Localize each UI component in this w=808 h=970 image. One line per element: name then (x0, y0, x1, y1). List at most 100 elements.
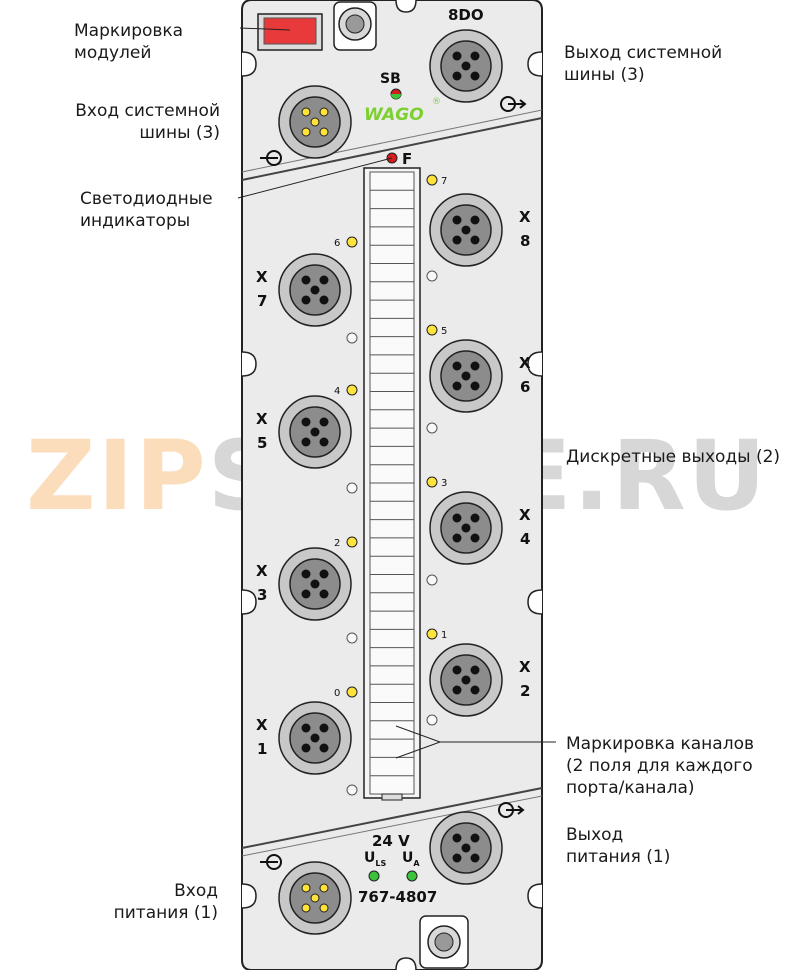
callout-bus-output-line2: шины (3) (564, 65, 645, 85)
port-pin (470, 215, 480, 225)
callout-module-marking: Маркировка модулей (74, 20, 183, 64)
callout-leds-line2: индикаторы (80, 211, 191, 231)
port-x7: 6X7 (256, 236, 358, 344)
port-pin (319, 569, 329, 579)
system-bus-output-connector (429, 29, 503, 103)
port-pin (301, 295, 311, 305)
port-pin (470, 533, 480, 543)
port-label-letter: X (256, 716, 268, 734)
module-name: 8DO (448, 6, 484, 24)
ua-label: UA (402, 850, 420, 868)
channel-led-4 (346, 384, 358, 396)
callout-power-output-line2: питания (1) (566, 847, 671, 867)
callout-power-input: Вход питания (1) (100, 880, 218, 924)
port-pin (319, 723, 329, 733)
port-pin (310, 733, 320, 743)
port-pin (452, 533, 462, 543)
callout-module-marking-line2: модулей (74, 43, 152, 63)
port-label-number: 3 (257, 586, 267, 604)
port-pin (452, 685, 462, 695)
port-pin (301, 569, 311, 579)
voltage-label: 24 V (372, 832, 410, 850)
port-pin (301, 723, 311, 733)
port-pin (461, 675, 471, 685)
port-pin (310, 579, 320, 589)
port-label-number: 6 (520, 378, 530, 396)
uls-label: ULS (364, 850, 386, 868)
port-label-letter: X (519, 506, 531, 524)
power-output-connector (429, 811, 503, 885)
port-pin (470, 235, 480, 245)
channel-led-off (426, 714, 438, 726)
channel-led-off (426, 574, 438, 586)
port-pin (452, 361, 462, 371)
callout-bus-input: Вход системной шины (3) (60, 100, 220, 144)
port-label-number: 8 (520, 232, 530, 250)
channel-led-3 (426, 476, 438, 488)
port-pin (301, 417, 311, 427)
brand-logo: WAGO (364, 105, 424, 125)
port-pin (452, 215, 462, 225)
sb-label: SB (380, 71, 401, 87)
port-pin (319, 275, 329, 285)
port-pin (301, 437, 311, 447)
callout-power-output-line1: Выход (566, 825, 624, 845)
port-pin (452, 235, 462, 245)
port-label-number: 7 (257, 292, 267, 310)
callout-module-marking-line1: Маркировка (74, 21, 184, 41)
port-x4: 3X 4 (426, 476, 531, 586)
channel-led-5 (426, 324, 438, 336)
port-x5: 4X5 (256, 384, 358, 494)
channel-led-number: 4 (334, 386, 340, 397)
port-x6: 5X 6 (426, 324, 531, 434)
callout-digital-outputs-line1: Дискретные выходы (2) (566, 447, 781, 467)
callout-leds-line1: Светодиодные (80, 189, 213, 209)
callout-channel-marking: Маркировка каналов (2 поля для каждого п… (566, 733, 754, 799)
channel-led-number: 1 (441, 630, 447, 641)
input-direction-icon (260, 150, 282, 166)
brand-registered-mark: ® (432, 97, 441, 107)
sb-led (390, 88, 402, 100)
channel-led-number: 0 (334, 688, 340, 699)
callout-bus-output: Выход системной шины (3) (564, 42, 722, 86)
port-x2: 1X2 (426, 628, 531, 726)
port-label-letter: X (519, 354, 531, 372)
channel-led-off (346, 332, 358, 344)
part-number: 767-4807 (358, 888, 437, 906)
port-label-letter: X (256, 562, 268, 580)
channel-led-1 (426, 628, 438, 640)
channel-led-off (426, 422, 438, 434)
output-direction-icon (500, 96, 527, 112)
port-label-number: 2 (520, 682, 530, 700)
port-pin (452, 381, 462, 391)
mounting-knob-top (333, 1, 377, 51)
callout-power-input-line1: Вход (174, 881, 218, 901)
port-pin (461, 225, 471, 235)
channel-led-off (426, 270, 438, 282)
port-x3: 2X3 (256, 536, 358, 644)
channel-led-number: 6 (334, 238, 340, 249)
port-x8: 7X8 (426, 174, 531, 282)
channel-led-number: 3 (441, 478, 447, 489)
callout-channel-marking-line2: (2 поля для каждого (566, 756, 753, 776)
port-label-number: 5 (257, 434, 267, 452)
power-input-connector (278, 861, 352, 935)
port-pin (461, 371, 471, 381)
port-pin (452, 513, 462, 523)
callout-bus-output-line1: Выход системной (564, 43, 723, 63)
callout-power-output: Выход питания (1) (566, 824, 670, 868)
channel-led-number: 5 (441, 326, 447, 337)
callout-power-input-line2: питания (1) (113, 903, 218, 923)
channel-led-off (346, 482, 358, 494)
port-label-number: 4 (520, 530, 530, 548)
port-pin (470, 685, 480, 695)
port-pin (319, 295, 329, 305)
port-x1: 0X1 (256, 686, 358, 796)
callout-channel-marking-line3: порта/канала) (566, 778, 695, 798)
callout-channel-marking-line1: Маркировка каналов (566, 734, 754, 754)
port-pin (470, 665, 480, 675)
ua-led (406, 870, 418, 882)
mounting-knob-bottom (419, 915, 469, 969)
power-output-direction-icon (498, 802, 525, 818)
